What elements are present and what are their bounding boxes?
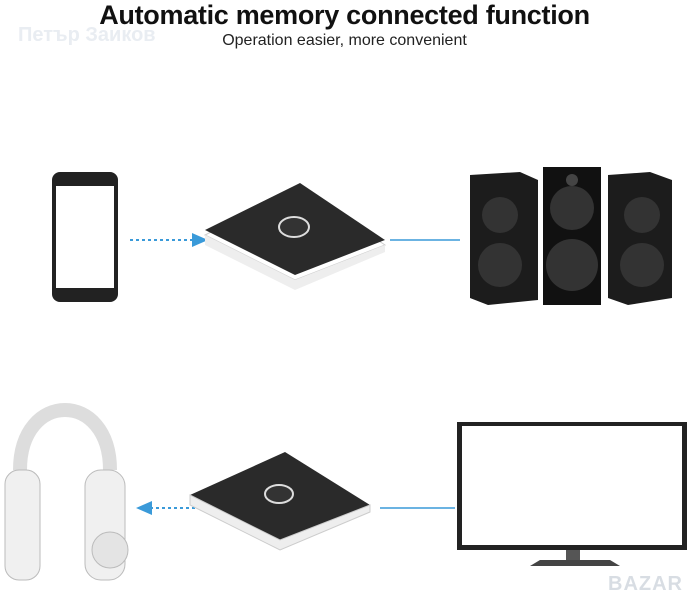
headphones-image [4,403,129,581]
bluetooth-adapter-image [203,183,387,290]
smartphone-image [52,172,118,302]
page-title: Automatic memory connected function [99,0,590,30]
page-subtitle: Operation easier, more convenient [222,32,467,49]
author-watermark: Петър Заиков [18,24,156,46]
arrow-left-icon [136,501,205,515]
speakers-image [470,167,672,305]
arrow-right-icon [130,233,208,247]
television-image [457,422,687,566]
site-watermark: BAZAR [608,573,683,595]
bluetooth-adapter-image-2 [189,452,371,551]
